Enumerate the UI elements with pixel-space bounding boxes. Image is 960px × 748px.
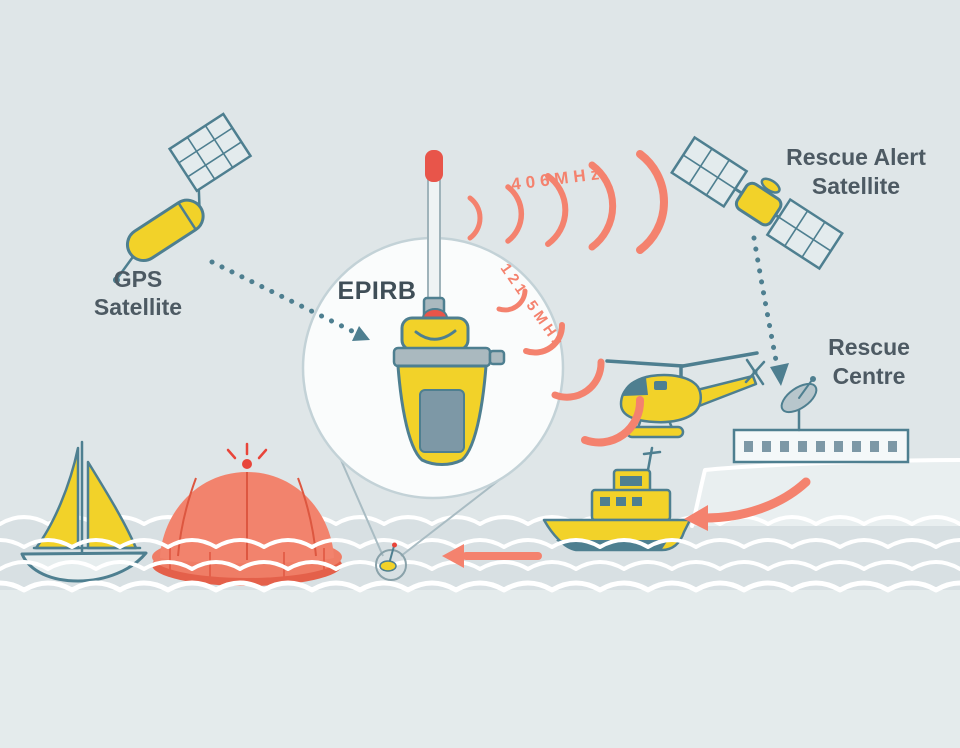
dotted-arrow-gps-to-epirb [209, 259, 370, 341]
gps-label-line1: GPS [114, 266, 163, 292]
arrow-boat-to-epirb [442, 544, 542, 568]
wave-line [0, 560, 960, 571]
wave-line [0, 538, 960, 549]
satellite-dish-icon [780, 376, 818, 432]
solar-panel-left [670, 135, 749, 209]
device-front-panel [419, 389, 465, 453]
sailboat-hull [20, 551, 148, 583]
radio-waves-121-icon [496, 288, 645, 447]
dotted-arrow-satellite-to-centre [751, 235, 789, 386]
epirb-label: EPIRB [338, 277, 417, 305]
radio-waves-406-icon [467, 150, 668, 254]
satellite-body [734, 181, 783, 227]
epirb-device-icon [392, 150, 506, 466]
solar-panel-right [765, 197, 844, 271]
labels: GPS Satellite Rescue Alert Satellite Res… [94, 144, 926, 389]
strobe-nub [488, 349, 506, 366]
solar-panel [167, 112, 253, 193]
device-top [400, 316, 470, 352]
heli-float [625, 425, 685, 439]
device-collar [392, 346, 492, 368]
antenna-tip [425, 150, 443, 182]
sailboat-icon [20, 440, 148, 583]
rescue-centre-icon [732, 376, 910, 464]
gps-satellite-icon [112, 112, 253, 284]
rescue-centre-label-line2: Centre [833, 363, 906, 389]
heli-windshield [623, 378, 648, 396]
antenna-rod [427, 175, 441, 307]
wave-lines-front [0, 538, 960, 593]
building-windows [744, 441, 897, 452]
gps-label-line2: Satellite [94, 294, 182, 320]
satellite-antenna [760, 177, 781, 194]
epirb-buoy-icon [379, 542, 397, 572]
arrow-centre-to-boat [684, 477, 811, 531]
epirb-magnifier: EPIRB [301, 150, 565, 500]
wave-line [0, 580, 960, 593]
rescue-satellite-icon [670, 135, 844, 271]
rescue-centre-label-line1: Rescue [828, 334, 910, 360]
rescue-satellite-label-line2: Satellite [812, 173, 900, 199]
rescue-satellite-label-line1: Rescue Alert [786, 144, 926, 170]
satellite-body [125, 198, 205, 263]
sea-foreground [0, 590, 960, 748]
magnifier-pointer [340, 459, 526, 581]
beacon-locator-circle [375, 549, 407, 581]
beacon-light-icon [226, 442, 268, 469]
